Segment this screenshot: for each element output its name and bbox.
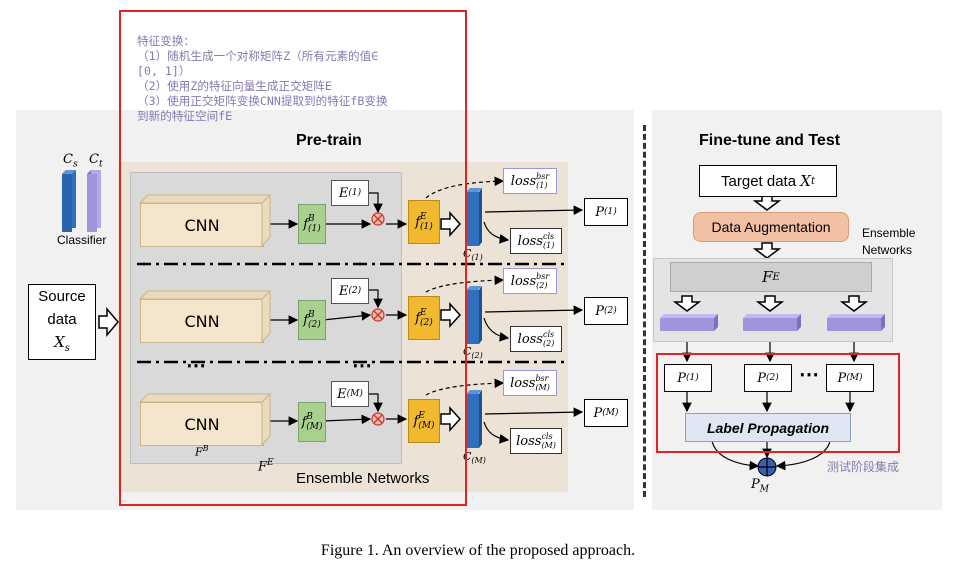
ensemble-label-line1: Ensemble [862, 226, 916, 240]
c-label-1: C(1) [463, 247, 483, 263]
pretrain-title: Pre-train [296, 132, 362, 149]
note-line: 到新的特征空间fE [137, 109, 233, 123]
source-hollow-arrow [98, 306, 119, 338]
note-line: （2）使用Z的特征向量生成正交矩阵E [137, 79, 332, 93]
ellipsis: ⋯ [186, 355, 207, 377]
c-label-m: C(M) [463, 450, 486, 466]
source-line1: Source [38, 288, 86, 305]
sum-circle [757, 457, 777, 477]
label-propagation-box: Label Propagation [685, 413, 851, 442]
data-augmentation-box: Data Augmentation [693, 212, 849, 242]
note-line: [0, 1]） [137, 64, 191, 78]
p-box-1: P(1) [584, 198, 628, 226]
feature-transform-note: 特征变换： （1）随机生成一个对称矩阵Z（所有元素的值∈ [0, 1]） （2）… [137, 34, 388, 124]
row-m-connectors [270, 378, 584, 444]
classifier-bars [62, 170, 101, 232]
pretrain-highlight-box [119, 10, 467, 506]
test-highlight-box [656, 353, 900, 453]
ct-label: Ct [89, 152, 103, 170]
test-ensemble-note: 测试阶段集成 [827, 460, 900, 474]
ellipsis: ⋯ [799, 364, 820, 386]
figure-caption: Figure 1. An overview of the proposed ap… [320, 542, 636, 559]
source-data-box: Source data Xs [28, 284, 96, 360]
row-2-connectors [270, 275, 584, 342]
p-box-2: P(2) [584, 297, 628, 325]
classifier-label: Classifier [57, 233, 107, 247]
ft-p-box-2: P(2) [744, 364, 792, 392]
down-hollow-arrow [752, 242, 782, 259]
source-var: Xs [54, 333, 70, 354]
fb-label: FB [195, 444, 209, 459]
e-box-m: E(M) [331, 381, 369, 407]
e-box-1: E(1) [331, 180, 369, 206]
cnn-box-2: CNN [140, 299, 264, 343]
ellipsis: ⋯ [352, 355, 373, 377]
p-box-m: P(M) [584, 399, 628, 427]
note-line: 特征变换： [137, 34, 195, 48]
ensemble-output-label: PM [751, 477, 769, 495]
e-box-2: E(2) [331, 278, 369, 304]
note-line: （1）随机生成一个对称矩阵Z（所有元素的值∈ [137, 49, 379, 63]
stage-separator [643, 125, 646, 497]
note-line: （3）使用正交矩阵变换CNN提取到的特征fB变换 [137, 94, 388, 108]
ft-p-box-1: P(1) [664, 364, 712, 392]
ensemble-label-line2: Networks [862, 243, 913, 257]
row-1-connectors [270, 176, 584, 244]
cnn-box-1: CNN [140, 203, 264, 247]
ensemble-networks-label: Ensemble Networks [296, 470, 430, 487]
finetune-title: Fine-tune and Test [699, 132, 841, 149]
source-line2: data [47, 311, 77, 328]
cnn-box-m: CNN [140, 402, 264, 446]
ft-p-box-m: P(M) [826, 364, 874, 392]
c-label-2: C(2) [463, 345, 483, 361]
fe-label: FE [258, 458, 274, 475]
cs-label: Cs [63, 152, 78, 170]
